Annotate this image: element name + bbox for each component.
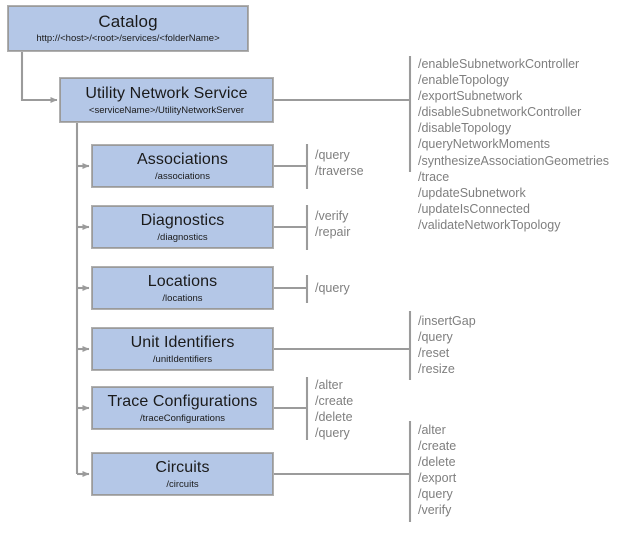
operation-item: /query	[315, 426, 350, 441]
node-utility-network-service[interactable]: Utility Network Service <serviceName>/Ut…	[60, 78, 273, 122]
operations-diagnostics: /verify /repair	[315, 208, 350, 240]
node-associations-path: /associations	[155, 170, 210, 182]
operations-unit-identifiers: /insertGap /query /reset /resize	[418, 313, 476, 377]
operation-item: /verify	[418, 503, 452, 518]
operation-item: /export	[418, 471, 457, 486]
operation-item: /alter	[418, 423, 446, 437]
node-unit-identifiers-title: Unit Identifiers	[130, 333, 235, 351]
operations-trace-configurations: /alter /create /delete /query	[315, 377, 353, 441]
node-trace-configurations[interactable]: Trace Configurations /traceConfiguration…	[92, 387, 273, 429]
operation-item: /delete	[418, 455, 456, 470]
operation-item: /insertGap	[418, 314, 476, 328]
node-catalog[interactable]: Catalog http://<host>/<root>/services/<f…	[8, 6, 248, 51]
node-locations-title: Locations	[147, 272, 218, 290]
operation-item: /create	[315, 394, 354, 409]
operations-circuits: /alter /create /delete /export /query /v…	[418, 422, 456, 519]
node-diagnostics-path: /diagnostics	[157, 231, 208, 243]
operation-item: /delete	[315, 410, 353, 425]
operation-item: /queryNetworkMoments	[418, 137, 550, 152]
node-locations[interactable]: Locations /locations	[92, 267, 273, 309]
operation-item: /query	[418, 487, 453, 502]
node-trace-configurations-title: Trace Configurations	[107, 392, 258, 410]
operation-item: /verify	[315, 209, 349, 223]
node-diagnostics-title: Diagnostics	[140, 211, 225, 229]
node-associations-title: Associations	[136, 150, 229, 168]
node-diagnostics[interactable]: Diagnostics /diagnostics	[92, 206, 273, 248]
operation-item: /trace	[418, 169, 450, 184]
operations-utility-network-service: /enableSubnetworkController /enableTopol…	[418, 56, 609, 233]
operation-item: /alter	[315, 378, 343, 392]
operation-item: /query	[418, 330, 453, 345]
operation-item: /traverse	[315, 164, 364, 179]
operation-item: /reset	[418, 346, 450, 361]
operation-item: /enableTopology	[418, 73, 510, 88]
operation-item: /disableSubnetworkController	[418, 105, 582, 120]
node-circuits-path: /circuits	[166, 478, 199, 490]
node-trace-configurations-path: /traceConfigurations	[139, 412, 226, 424]
operation-item: /query	[315, 148, 350, 162]
operation-item: /resize	[418, 362, 455, 377]
node-catalog-title: Catalog	[98, 12, 158, 31]
operation-item: /validateNetworkTopology	[418, 217, 561, 232]
node-associations[interactable]: Associations /associations	[92, 145, 273, 187]
operations-locations: /query	[315, 280, 350, 296]
node-utility-network-service-path: <serviceName>/UtilityNetworkServer	[88, 104, 245, 116]
operation-item: /updateIsConnected	[418, 201, 530, 216]
operation-item: /enableSubnetworkController	[418, 57, 580, 71]
operation-item: /disableTopology	[418, 121, 512, 136]
node-unit-identifiers[interactable]: Unit Identifiers /unitIdentifiers	[92, 328, 273, 370]
node-unit-identifiers-path: /unitIdentifiers	[152, 353, 213, 365]
node-locations-path: /locations	[162, 292, 203, 304]
operation-item: /query	[315, 281, 350, 295]
node-circuits[interactable]: Circuits /circuits	[92, 453, 273, 495]
operation-item: /synthesizeAssociationGeometries	[418, 153, 610, 168]
node-circuits-title: Circuits	[155, 458, 210, 476]
operation-item: /create	[418, 439, 457, 454]
operations-associations: /query /traverse	[315, 147, 364, 179]
node-utility-network-service-title: Utility Network Service	[85, 84, 248, 102]
operation-item: /repair	[315, 225, 351, 240]
operation-item: /updateSubnetwork	[418, 185, 526, 200]
operation-item: /exportSubnetwork	[418, 89, 523, 104]
node-catalog-path: http://<host>/<root>/services/<folderNam…	[36, 33, 220, 44]
